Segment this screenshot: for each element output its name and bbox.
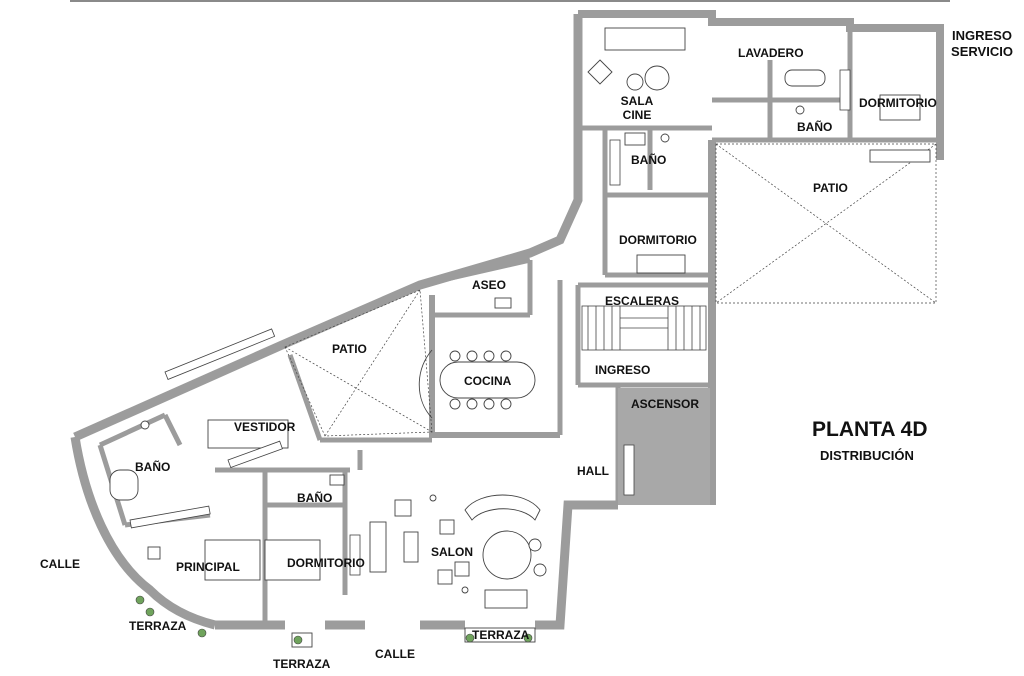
room-label-bano-cine: BAÑO <box>631 153 667 167</box>
room-label-ingreso-servicio: INGRESO SERVICIO <box>944 28 1020 60</box>
interior-walls <box>97 22 853 625</box>
terrace-label-3: TERRAZA <box>472 628 530 642</box>
room-label-ascensor: ASCENSOR <box>631 397 700 411</box>
room-label-salon: SALON <box>431 545 473 559</box>
room-label-bano-principal: BAÑO <box>135 460 171 474</box>
room-label-sala-cine: SALA CINE <box>612 94 662 122</box>
terrace-planters <box>135 595 533 645</box>
room-label-escaleras: ESCALERAS <box>605 294 680 308</box>
room-label-hall: HALL <box>577 464 609 478</box>
room-label-aseo: ASEO <box>472 278 507 292</box>
room-label-patio-west: PATIO <box>332 342 367 356</box>
room-label-cocina: COCINA <box>464 374 512 388</box>
room-label-bano-servicio: BAÑO <box>797 120 833 134</box>
room-label-bano-dormitorio: BAÑO <box>297 491 333 505</box>
furniture <box>109 27 931 648</box>
wardrobes <box>129 69 851 576</box>
plan-subtitle: DISTRIBUCIÓN <box>820 448 914 463</box>
room-label-dormitorio-servicio: DORMITORIO <box>859 96 937 110</box>
room-label-ingreso-servicio-line1: INGRESO <box>952 28 1012 43</box>
terrace-label-1: TERRAZA <box>129 619 187 633</box>
street-label-south: CALLE <box>375 647 415 661</box>
room-label-ingreso: INGRESO <box>595 363 651 377</box>
room-label-patio-east: PATIO <box>813 181 848 195</box>
room-label-ingreso-servicio-line2: SERVICIO <box>951 44 1013 59</box>
room-label-lavadero: LAVADERO <box>738 46 804 60</box>
room-label-principal: PRINCIPAL <box>176 560 240 574</box>
room-label-dormitorio-south: DORMITORIO <box>287 556 365 570</box>
stairs <box>581 305 707 351</box>
patio-voids <box>284 143 937 437</box>
room-label-sala-cine-line2: CINE <box>622 108 652 122</box>
street-label-west: CALLE <box>40 557 80 571</box>
room-label-vestidor: VESTIDOR <box>234 420 296 434</box>
terrace-label-2: TERRAZA <box>273 657 331 671</box>
room-label-dormitorio-north: DORMITORIO <box>619 233 697 247</box>
room-label-sala-cine-line1: SALA <box>620 94 654 108</box>
plan-title: PLANTA 4D <box>812 418 928 441</box>
